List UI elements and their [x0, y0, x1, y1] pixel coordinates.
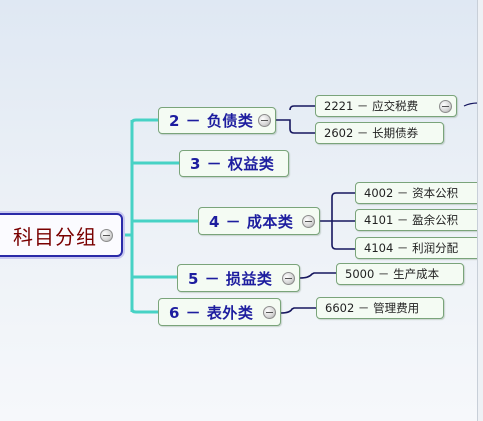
root-node[interactable]: 科目分组 — [0, 213, 123, 257]
account-node-6602[interactable]: 6602 － 管理费用 — [316, 297, 444, 319]
account-node-label: 4002 － 资本公积 — [364, 186, 459, 200]
sub-branch-2 — [276, 105, 315, 134]
account-node-label: 5000 － 生产成本 — [345, 267, 440, 281]
account-node-4104[interactable]: 4104 － 利润分配 — [355, 237, 483, 259]
account-node-label: 4101 － 盈余公积 — [364, 213, 459, 227]
group-node-2[interactable]: 2 － 负债类 — [158, 107, 276, 134]
group-node-3[interactable]: 3 － 权益类 — [179, 150, 289, 177]
collapse-minus-icon[interactable] — [282, 271, 295, 285]
collapse-minus-icon[interactable] — [100, 228, 113, 242]
sub-branch-2221-tail — [463, 102, 479, 107]
collapse-minus-icon[interactable] — [258, 114, 271, 127]
sub-branch-4 — [320, 192, 355, 250]
account-node-2602[interactable]: 2602 － 长期债券 — [315, 122, 444, 144]
group-node-5[interactable]: 5 － 损益类 — [177, 264, 300, 292]
account-node-label: 2221 － 应交税费 — [324, 99, 419, 113]
group-node-label: 3 － 权益类 — [190, 155, 275, 173]
collapse-minus-icon[interactable] — [263, 305, 276, 319]
account-node-4101[interactable]: 4101 － 盈余公积 — [355, 209, 483, 231]
group-node-label: 4 － 成本类 — [209, 212, 294, 231]
sub-branch-6 — [280, 307, 316, 314]
main-branch-6 — [130, 308, 158, 314]
account-node-label: 2602 － 长期债券 — [324, 126, 419, 140]
account-node-2221[interactable]: 2221 － 应交税费 — [315, 95, 457, 117]
group-node-6[interactable]: 6 － 表外类 — [158, 298, 281, 326]
root-node-label: 科目分组 — [13, 224, 97, 249]
group-node-4[interactable]: 4 － 成本类 — [198, 207, 320, 235]
main-branch-2 — [130, 118, 158, 124]
vertical-scrollbar[interactable] — [477, 0, 483, 421]
account-node-label: 4104 － 利润分配 — [364, 241, 459, 255]
collapse-minus-icon[interactable] — [302, 214, 315, 228]
group-node-label: 5 － 损益类 — [188, 269, 273, 288]
account-node-5000[interactable]: 5000 － 生产成本 — [336, 263, 464, 285]
collapse-minus-icon[interactable] — [439, 99, 452, 113]
account-node-4002[interactable]: 4002 － 资本公积 — [355, 182, 483, 204]
account-node-label: 6602 － 管理费用 — [325, 301, 420, 315]
group-node-label: 2 － 负债类 — [169, 112, 254, 130]
sub-branch-5 — [299, 272, 336, 279]
group-node-label: 6 － 表外类 — [169, 303, 254, 322]
